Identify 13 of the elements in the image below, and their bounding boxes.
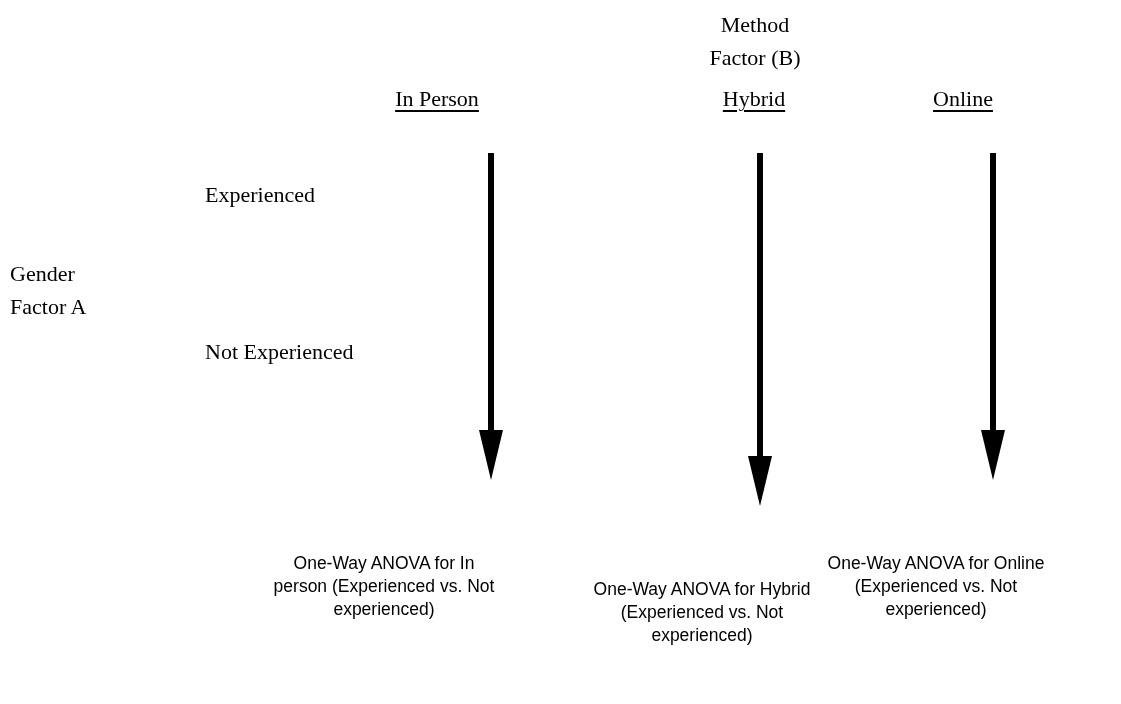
analysis-description: One-Way ANOVA for In person (Experienced vs. Not experienced) xyxy=(272,552,496,621)
row-label: Not Experienced xyxy=(205,338,355,366)
column-header: Hybrid xyxy=(722,86,786,111)
column-header: Online xyxy=(933,86,993,111)
column-header: In Person xyxy=(395,86,479,111)
factor-heading: Method Factor (B) xyxy=(708,11,802,72)
arrow xyxy=(748,153,772,506)
row-label: Gender Factor A xyxy=(10,260,88,321)
arrow xyxy=(981,153,1005,480)
row-label: Experienced xyxy=(205,181,316,209)
analysis-description: One-Way ANOVA for Online (Experienced vs. Not experienced) xyxy=(826,552,1046,621)
analysis-description: One-Way ANOVA for Hybrid (Experienced vs. Not experienced) xyxy=(592,578,812,647)
arrow xyxy=(479,153,503,480)
